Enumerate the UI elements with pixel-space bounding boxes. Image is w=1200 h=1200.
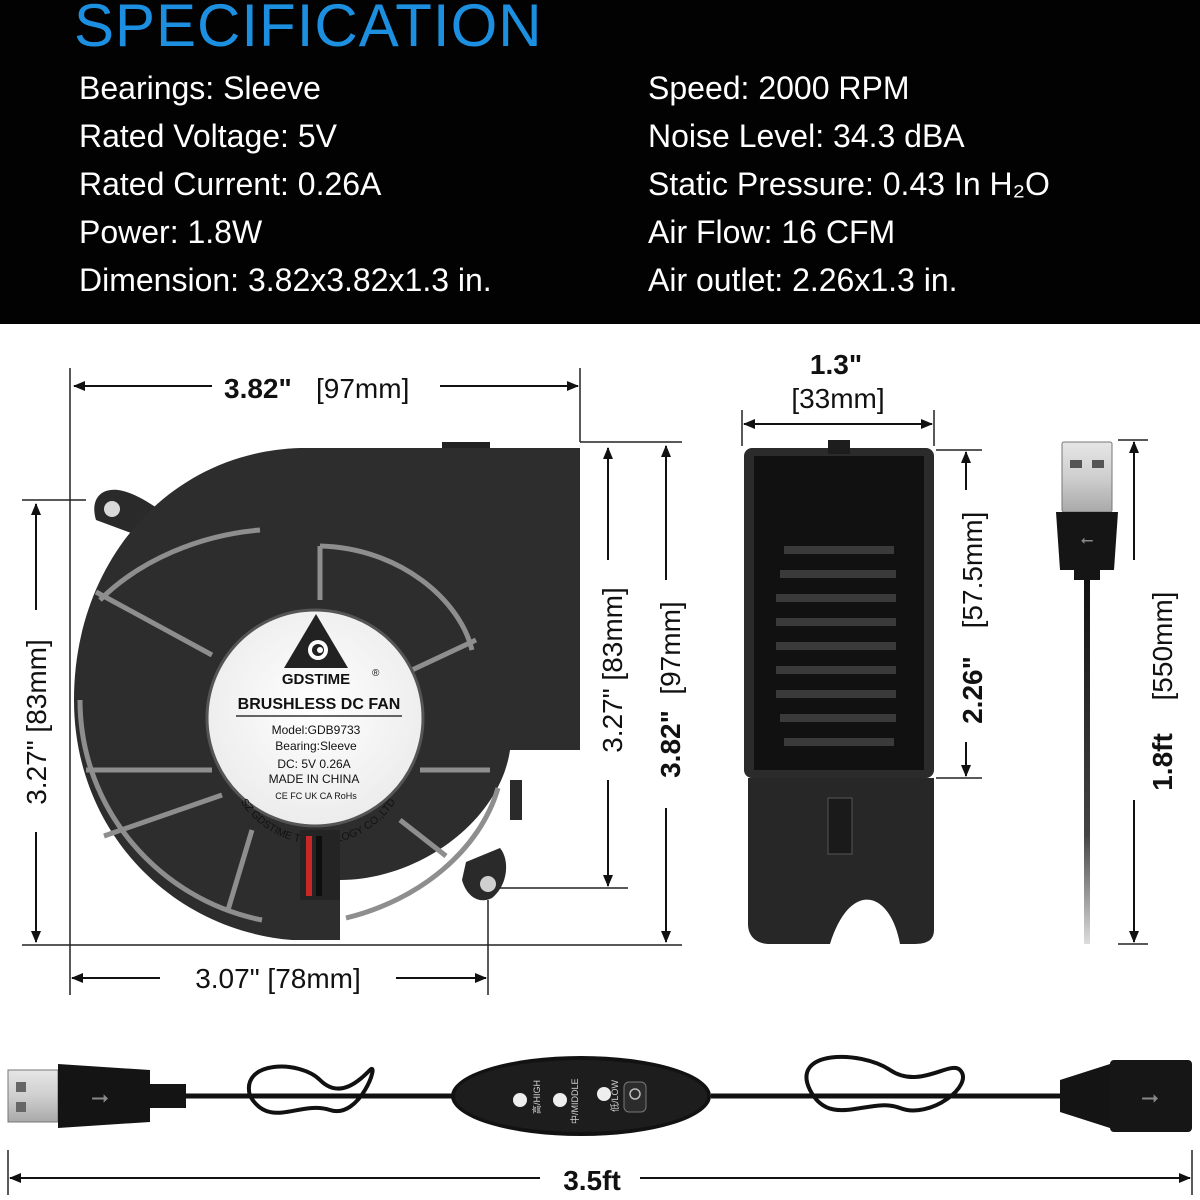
fan-label-disc: [205, 608, 425, 828]
cable-length-mm: [550mm]: [1147, 592, 1178, 701]
gdstime-logo-icon: [284, 614, 348, 668]
spec-list-right: Speed: 2000 RPM Noise Level: 34.3 dBA St…: [648, 64, 1050, 304]
fan-side-nub: [510, 780, 522, 820]
controller-middle-label: 中/MIDDLE: [569, 1078, 580, 1124]
fan-model: Model:GDB9733: [272, 723, 361, 737]
usb-icon: ⭠: [1081, 530, 1094, 549]
fan-front-view: GDSTIME ® BRUSHLESS DC FAN Model:GDB9733…: [74, 442, 580, 940]
mounting-ear-bottom: [462, 848, 507, 901]
fan-rib-lines: [77, 527, 501, 923]
spec-static-pressure: Static Pressure: 0.43 In H₂O: [648, 166, 1050, 202]
registered-mark: ®: [372, 668, 380, 679]
spec-title: SPECIFICATION: [74, 0, 543, 59]
usb-male-body: [58, 1064, 150, 1128]
controller-low-label: 低/LOW: [609, 1079, 620, 1112]
front-dimensions: 3.82" [97mm] 3.07" [78mm] 3.27" [83mm] 3…: [21, 368, 686, 995]
usb-plug-body: [1056, 512, 1118, 570]
side-depth-in: 1.3": [810, 349, 862, 380]
side-depth-mm: [33mm]: [791, 383, 884, 414]
cable-length-in: 1.8ft: [1147, 733, 1178, 791]
cable-coil-right: [804, 1054, 965, 1113]
left-height: 3.27" [83mm]: [21, 639, 52, 805]
fan-side-view: [744, 440, 934, 944]
led-middle: [553, 1093, 567, 1107]
spec-rated-voltage: Rated Voltage: 5V: [79, 118, 337, 154]
fan-rating: DC: 5V 0.26A: [277, 757, 350, 771]
led-low: [597, 1087, 611, 1101]
outlet-height-in: 2.26": [957, 656, 988, 724]
total-height-in: 3.82": [655, 710, 686, 778]
spec-air-outlet: Air outlet: 2.26x1.3 in.: [648, 262, 958, 298]
spec-bearings: Bearings: Sleeve: [79, 70, 321, 106]
side-dimensions: 1.3" [33mm] 2.26" [57.5mm]: [741, 349, 988, 779]
usb-female-icon: ⭢: [1141, 1085, 1159, 1110]
front-width-in: 3.82": [224, 373, 292, 404]
usb-male-plug: [7, 1069, 59, 1123]
usb-extension-cable: ⭢ 高/HIGH 中/MIDDLE 低/LOW ⭢: [7, 1054, 1192, 1136]
led-high: [513, 1093, 527, 1107]
fan-product-name: BRUSHLESS DC FAN: [238, 696, 401, 713]
cable-length-dimension: 1.8ft [550mm]: [1118, 439, 1178, 945]
fan-top-clip: [442, 442, 490, 452]
spec-speed: Speed: 2000 RPM: [648, 70, 910, 106]
fan-impeller-blades: [776, 546, 896, 746]
fan-wires: [300, 830, 340, 900]
spec-power: Power: 1.8W: [79, 214, 263, 250]
cord-length-dimension: 3.5ft: [7, 1150, 1193, 1196]
fan-bearing: Bearing:Sleeve: [275, 739, 357, 753]
spec-air-flow: Air Flow: 16 CFM: [648, 214, 896, 250]
bottom-width: 3.07" [78mm]: [195, 963, 361, 994]
inner-height: 3.27" [83mm]: [597, 587, 628, 753]
fan-origin: MADE IN CHINA: [269, 772, 360, 786]
controller-high-label: 高/HIGH: [531, 1080, 542, 1114]
fan-certifications: CE FC UK CA RoHs: [275, 791, 357, 801]
spec-rated-current: Rated Current: 0.26A: [79, 166, 382, 202]
spec-list-left: Bearings: Sleeve Rated Voltage: 5V Rated…: [79, 64, 492, 304]
usb-fan-cable: ⭠: [1056, 441, 1118, 944]
usb-symbol-icon: ⭢: [91, 1085, 109, 1110]
spec-header: SPECIFICATION Bearings: Sleeve Rated Vol…: [0, 0, 1200, 324]
usb-plug-metal: [1061, 441, 1113, 513]
usb-female-socket: [1110, 1060, 1192, 1132]
power-icon: [629, 1088, 641, 1100]
usb-cable-wire: [1084, 580, 1090, 944]
cord-length: 3.5ft: [563, 1165, 621, 1196]
outlet-height-mm: [57.5mm]: [957, 512, 988, 629]
cable-coil-left: [246, 1064, 375, 1115]
controller-power-button[interactable]: [623, 1081, 647, 1113]
fan-brand: GDSTIME: [282, 671, 350, 688]
total-height-mm: [97mm]: [655, 601, 686, 694]
spec-noise-level: Noise Level: 34.3 dBA: [648, 118, 965, 154]
front-width-mm: [97mm]: [316, 373, 409, 404]
spec-dimension: Dimension: 3.82x3.82x1.3 in.: [79, 262, 492, 298]
